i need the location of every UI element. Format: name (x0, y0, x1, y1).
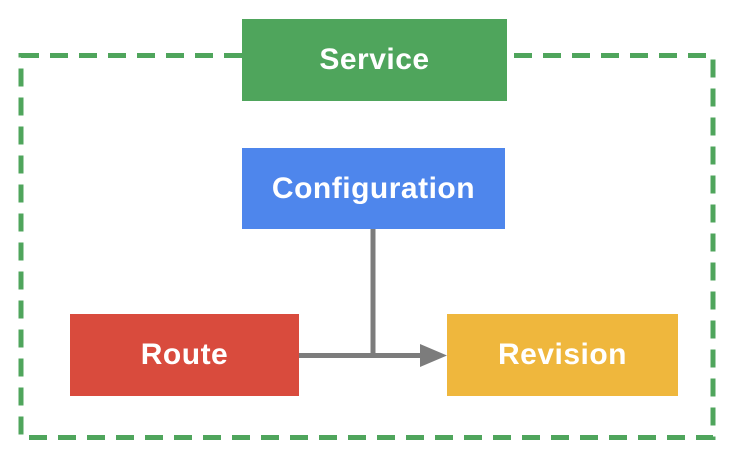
node-route-label: Route (140, 338, 229, 371)
arrow-head-icon (420, 344, 447, 367)
node-revision-label: Revision (497, 338, 628, 371)
node-revision: Revision (447, 314, 678, 396)
node-configuration-label: Configuration (271, 171, 476, 205)
node-route: Route (70, 314, 299, 396)
node-service: Service (242, 19, 507, 101)
service-boundary-dashed-border (18, 53, 716, 440)
node-service-label: Service (319, 43, 430, 76)
node-configuration: Configuration (242, 148, 505, 229)
